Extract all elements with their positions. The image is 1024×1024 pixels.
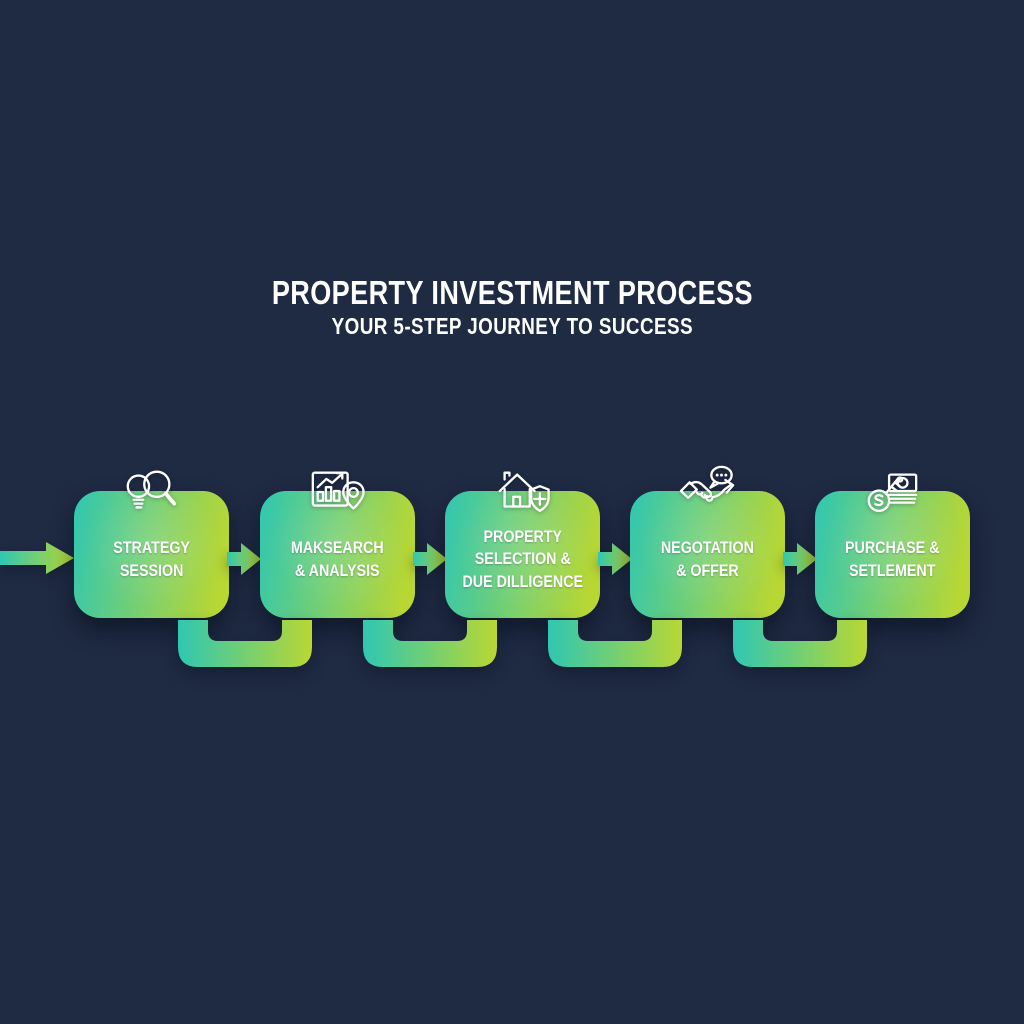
step-card-purchase-settlement: PURCHASE & SETLEMENT — [815, 491, 970, 618]
step-label: PROPERTY SELECTION & DUE DILLIGENCE — [462, 526, 583, 591]
step-label: NEGOTATION & OFFER — [660, 538, 755, 580]
connector-step2-step3 — [363, 620, 497, 667]
arrow-step3-step4 — [598, 543, 632, 575]
connector-step4-step5 — [733, 620, 867, 667]
step-label: MAKSEARCH & ANALYSIS — [291, 538, 384, 580]
page-title: PROPERTY INVESTMENT PROCESS — [271, 274, 753, 311]
step-card-property-selection: PROPERTY SELECTION & DUE DILLIGENCE — [445, 491, 600, 618]
arrow-step1-step2 — [227, 543, 261, 575]
step-label: PURCHASE & SETLEMENT — [845, 538, 940, 580]
connector-step3-step4 — [548, 620, 682, 667]
arrow-step2-step3 — [413, 543, 447, 575]
step-card-maksearch-analysis: MAKSEARCH & ANALYSIS — [260, 491, 415, 618]
page-subtitle: YOUR 5-STEP JOURNEY TO SUCCESS — [331, 312, 693, 339]
step-card-negotiation-offer: NEGOTATION & OFFER — [630, 491, 785, 618]
arrow-step4-step5 — [783, 543, 817, 575]
entry-arrow — [0, 542, 74, 574]
header: PROPERTY INVESTMENT PROCESS YOUR 5-STEP … — [0, 274, 1024, 340]
step-card-strategy-session: STRATEGY SESSION — [74, 491, 229, 618]
connector-step1-step2 — [178, 620, 312, 667]
step-label: STRATEGY SESSION — [113, 538, 190, 580]
